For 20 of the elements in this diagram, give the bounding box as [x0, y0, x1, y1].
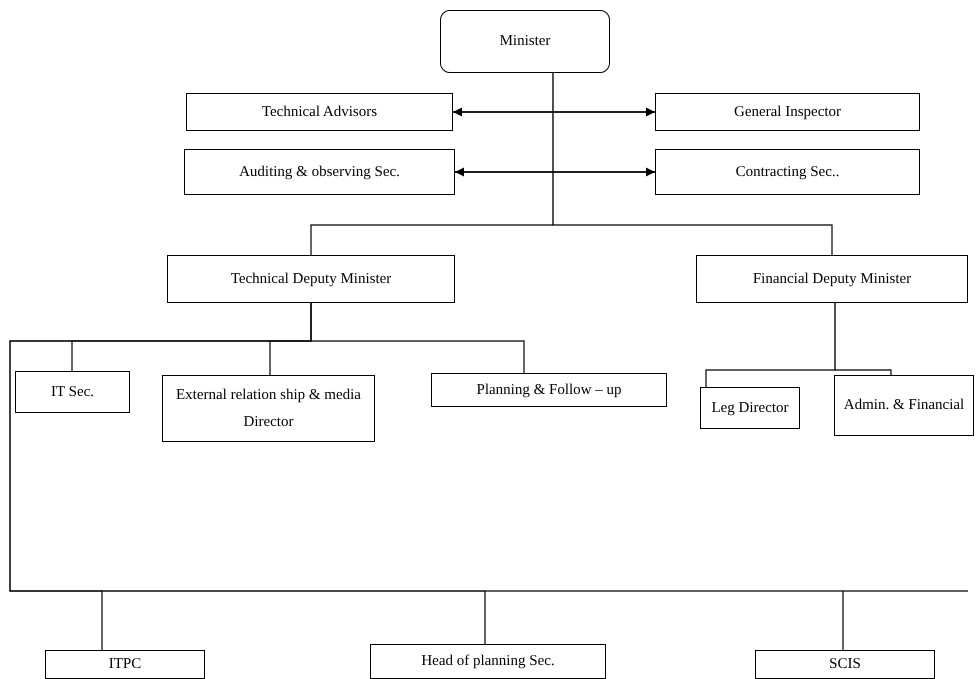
double-arrow — [455, 168, 655, 176]
org-box: IT Sec. — [15, 371, 130, 413]
org-box: ITPC — [45, 650, 205, 679]
org-box: Leg Director — [700, 387, 800, 429]
org-box: Planning & Follow – up — [431, 373, 667, 407]
org-box: Auditing & observing Sec. — [184, 149, 455, 195]
double-arrow — [453, 108, 655, 116]
rounded-box: Minister — [440, 10, 610, 73]
connector-line — [9, 303, 844, 650]
org-box: Admin. & Financial — [834, 375, 974, 436]
org-box: Technical Deputy Minister — [167, 255, 455, 303]
org-box: External relation ship & media Director — [162, 375, 375, 442]
org-box: Technical Advisors — [186, 93, 453, 131]
connector-line — [834, 303, 892, 375]
org-box: Financial Deputy Minister — [696, 255, 968, 303]
org-box: General Inspector — [655, 93, 920, 131]
org-box: SCIS — [755, 650, 935, 679]
org-box: Contracting Sec.. — [655, 149, 920, 195]
org-box: Head of planning Sec. — [370, 644, 606, 679]
connector-line — [552, 73, 833, 255]
